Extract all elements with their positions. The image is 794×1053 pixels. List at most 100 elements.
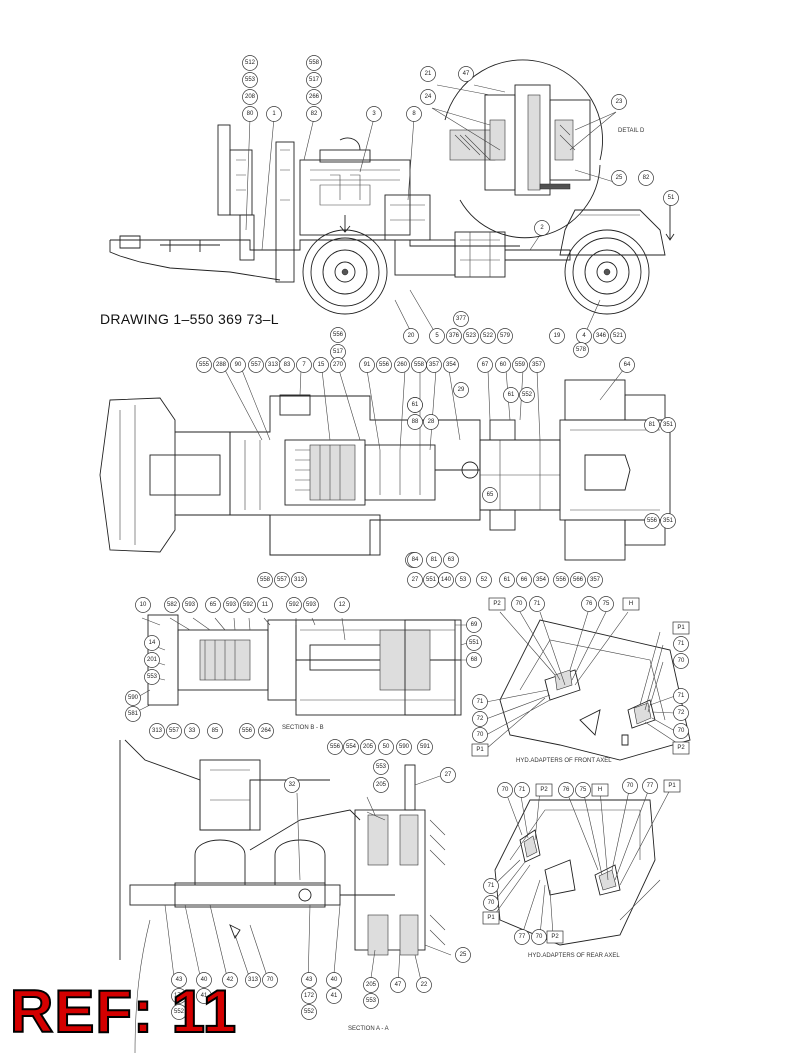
section-aa-callout: 22: [416, 977, 432, 993]
top-view-callout: 351: [660, 417, 676, 433]
svg-text:555: 555: [199, 362, 210, 368]
section-bb-callout: 65: [205, 597, 221, 613]
section-bb-callout: 33: [184, 723, 200, 739]
top-view-callout: 260: [394, 357, 410, 373]
svg-text:24: 24: [425, 94, 432, 100]
section-bb-callout: 593: [223, 597, 239, 613]
svg-text:23: 23: [616, 99, 623, 105]
top-view-callout: 61: [407, 397, 423, 413]
section-bb-callout: 201: [144, 652, 160, 668]
rear-axle-callout: 70: [483, 895, 499, 911]
section-bb-callout: 69: [466, 617, 482, 633]
top-view-callout: 60: [495, 357, 511, 373]
svg-text:592: 592: [289, 602, 300, 608]
section-aa-callout: 172: [301, 988, 317, 1004]
svg-text:71: 71: [678, 693, 685, 699]
svg-text:266: 266: [309, 94, 320, 100]
svg-text:590: 590: [128, 695, 139, 701]
side-view-callout: 346: [593, 328, 609, 344]
side-view-callout: 578: [573, 342, 589, 358]
svg-text:P2: P2: [551, 934, 559, 940]
section-aa-callout: 47: [390, 977, 406, 993]
svg-text:556: 556: [647, 518, 658, 524]
svg-text:7: 7: [302, 362, 306, 368]
top-view-callout: 66: [516, 572, 532, 588]
section-bb-callout: 68: [466, 652, 482, 668]
svg-text:75: 75: [580, 787, 587, 793]
svg-text:1: 1: [272, 111, 276, 117]
detail-d-callout: 25: [611, 170, 627, 186]
svg-text:559: 559: [515, 362, 526, 368]
svg-text:51: 51: [668, 195, 675, 201]
front-axle-callout: 70: [673, 653, 689, 669]
top-view-callout: 63: [443, 552, 459, 568]
front-axle-callout: 71: [673, 688, 689, 704]
section-bb-callout: 591: [417, 739, 433, 755]
svg-text:P1: P1: [677, 625, 685, 631]
rear-axle-callout: 77: [514, 929, 530, 945]
svg-text:288: 288: [216, 362, 227, 368]
svg-text:P1: P1: [487, 915, 495, 921]
section-bb-callout: 556: [327, 739, 343, 755]
section-bb-callout: 557: [166, 723, 182, 739]
svg-text:82: 82: [643, 175, 650, 181]
section-bb-callout: 264: [258, 723, 274, 739]
svg-text:205: 205: [363, 744, 374, 750]
svg-text:8: 8: [412, 111, 416, 117]
detail-d-callout: 82: [638, 170, 654, 186]
section-aa-callout: 205: [363, 977, 379, 993]
svg-text:84: 84: [412, 557, 419, 563]
top-view-callout: 556: [644, 513, 660, 529]
svg-text:582: 582: [167, 602, 178, 608]
svg-text:75: 75: [603, 601, 610, 607]
section-bb-callout: 551: [466, 635, 482, 651]
svg-text:72: 72: [477, 716, 484, 722]
svg-text:552: 552: [304, 1009, 315, 1015]
svg-text:P2: P2: [493, 601, 501, 607]
side-view-callout: 2: [534, 220, 550, 236]
svg-text:70: 70: [488, 900, 495, 906]
section-aa-callout: 70: [262, 972, 278, 988]
svg-text:H: H: [598, 787, 602, 793]
top-view-callout: 557: [274, 572, 290, 588]
svg-text:377: 377: [456, 316, 467, 322]
svg-text:71: 71: [477, 699, 484, 705]
svg-text:140: 140: [441, 577, 452, 583]
svg-text:578: 578: [576, 347, 587, 353]
section-bb-callout: 12: [334, 597, 350, 613]
rear-axle-port-label: P1: [482, 911, 500, 925]
rear-axle-callout: 71: [483, 878, 499, 894]
section-bb-callout: 593: [182, 597, 198, 613]
top-view-callout: 65: [482, 487, 498, 503]
svg-text:357: 357: [590, 577, 601, 583]
section-bb-callout: 590: [125, 690, 141, 706]
svg-text:27: 27: [412, 577, 419, 583]
svg-text:553: 553: [147, 674, 158, 680]
top-view-callout: 288: [213, 357, 229, 373]
svg-text:2: 2: [540, 225, 544, 231]
svg-text:554: 554: [346, 744, 357, 750]
top-view-callout: 354: [443, 357, 459, 373]
svg-text:593: 593: [306, 602, 317, 608]
front-axle-callout: 71: [472, 694, 488, 710]
svg-text:205: 205: [376, 782, 387, 788]
detail-d-label: DETAIL D: [618, 128, 645, 134]
svg-text:21: 21: [425, 71, 432, 77]
rear-axle-callout: 76: [558, 782, 574, 798]
front-axle-port-label: P2: [488, 597, 506, 611]
svg-text:376: 376: [449, 333, 460, 339]
top-view-callout: 313: [265, 357, 281, 373]
top-view-callout: 558: [257, 572, 273, 588]
section-bb-callout: 581: [125, 706, 141, 722]
svg-text:270: 270: [333, 362, 344, 368]
detail-d-callout: 24: [420, 89, 436, 105]
detail-d-callout: 23: [611, 94, 627, 110]
svg-text:82: 82: [311, 111, 318, 117]
top-view-callout: 28: [423, 414, 439, 430]
top-view-callout: 90: [230, 357, 246, 373]
top-view-callout: 357: [426, 357, 442, 373]
side-view-callout: 3: [366, 106, 382, 122]
svg-text:15: 15: [318, 362, 325, 368]
svg-text:517: 517: [333, 349, 344, 355]
